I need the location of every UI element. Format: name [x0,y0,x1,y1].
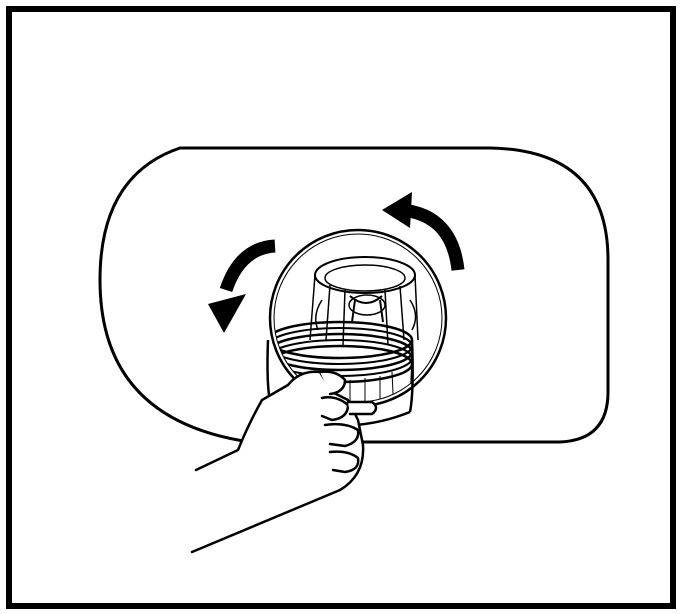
rotation-arrow-counterclockwise-icon [208,246,275,333]
